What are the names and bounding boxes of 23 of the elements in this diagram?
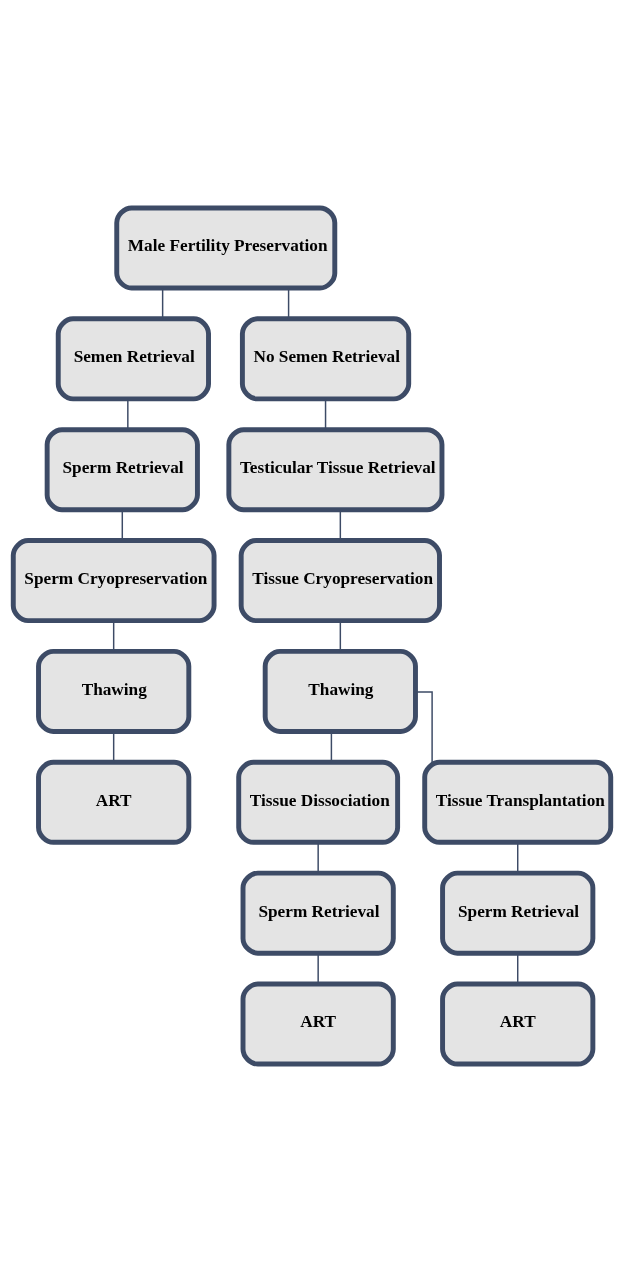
node-box: Thawing bbox=[262, 648, 418, 734]
node-box: Sperm Retrieval bbox=[240, 870, 396, 956]
node-box: No Semen Retrieval bbox=[239, 315, 412, 401]
connector bbox=[517, 841, 519, 874]
node-box: ART bbox=[36, 759, 192, 845]
node-box: Sperm Retrieval bbox=[44, 426, 200, 512]
node-box: Thawing bbox=[36, 648, 192, 734]
connector bbox=[287, 287, 290, 319]
node-box: Tissue Transplantation bbox=[422, 759, 614, 845]
node-box: Tissue Cryopreservation bbox=[238, 537, 442, 623]
node-box: Semen Retrieval bbox=[55, 315, 211, 401]
connector bbox=[317, 841, 319, 874]
connector bbox=[517, 952, 519, 985]
connector bbox=[161, 287, 164, 319]
node-box: Male Fertility Preservation bbox=[114, 204, 338, 290]
node-box: Tissue Dissociation bbox=[236, 759, 401, 845]
connector bbox=[414, 690, 433, 763]
node-box: Testicular Tissue Retrieval bbox=[226, 426, 445, 512]
connector bbox=[317, 952, 319, 985]
node-box: ART bbox=[240, 981, 396, 1067]
node-box: ART bbox=[440, 981, 596, 1067]
node-box: Sperm Cryopreservation bbox=[10, 537, 217, 623]
node-box: Sperm Retrieval bbox=[440, 870, 596, 956]
